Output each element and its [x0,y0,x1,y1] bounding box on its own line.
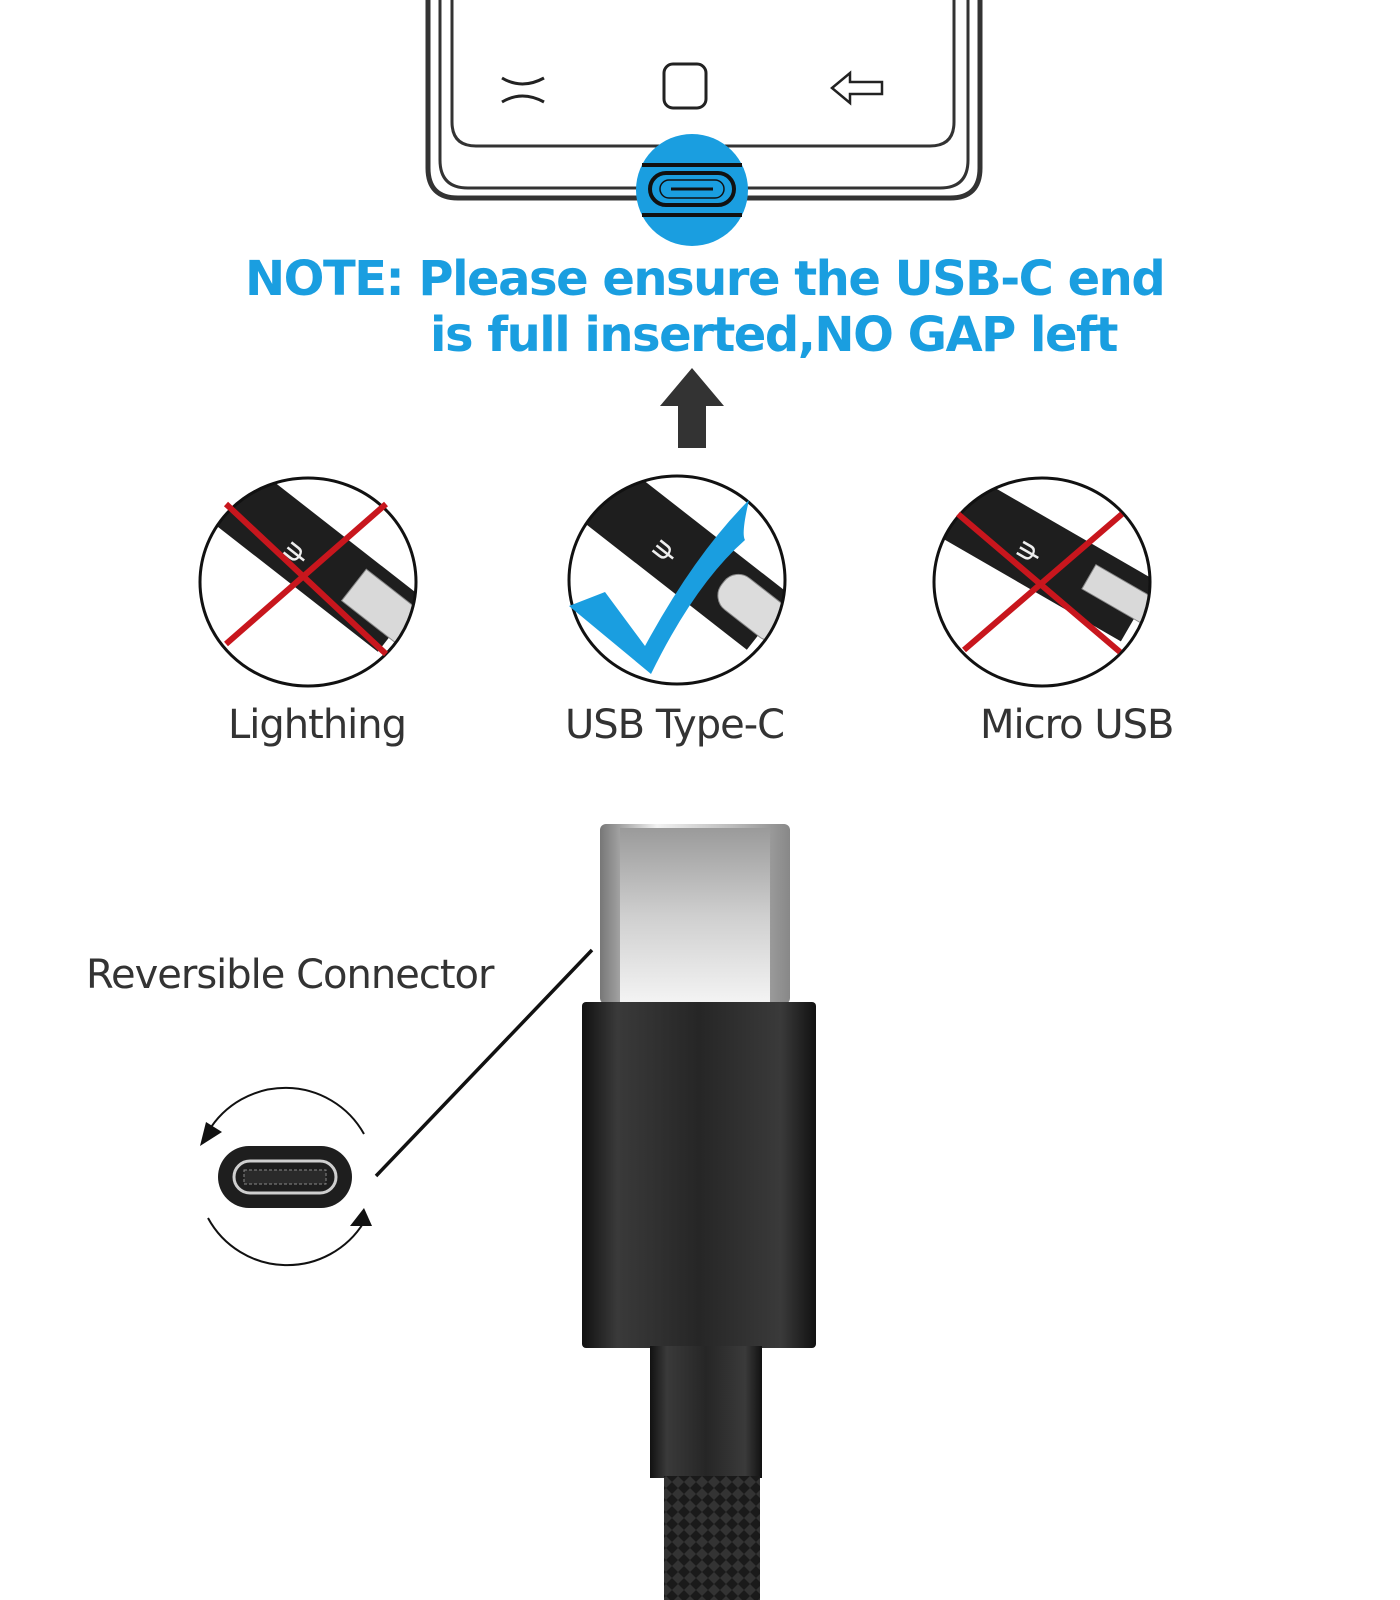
note-line-1: NOTE: Please ensure the USB-C end [245,251,1166,307]
reversible-connector-label: Reversible Connector [86,952,494,998]
usb-type-c-connector-icon: ψ [567,474,787,686]
note-line-2: is full inserted,NO GAP left [430,307,1118,363]
home-icon[interactable] [662,62,712,112]
back-icon[interactable] [830,70,890,110]
up-arrow-icon [660,368,724,448]
recents-icon[interactable] [500,76,550,106]
lightning-label: Lighthing [228,702,407,748]
micro-usb-connector-icon: ψ [932,476,1152,688]
usb-c-port-icon [636,134,748,246]
lightning-connector-icon: ψ [198,476,418,688]
usb-type-c-label: USB Type-C [565,702,785,748]
micro-usb-label: Micro USB [980,702,1174,748]
